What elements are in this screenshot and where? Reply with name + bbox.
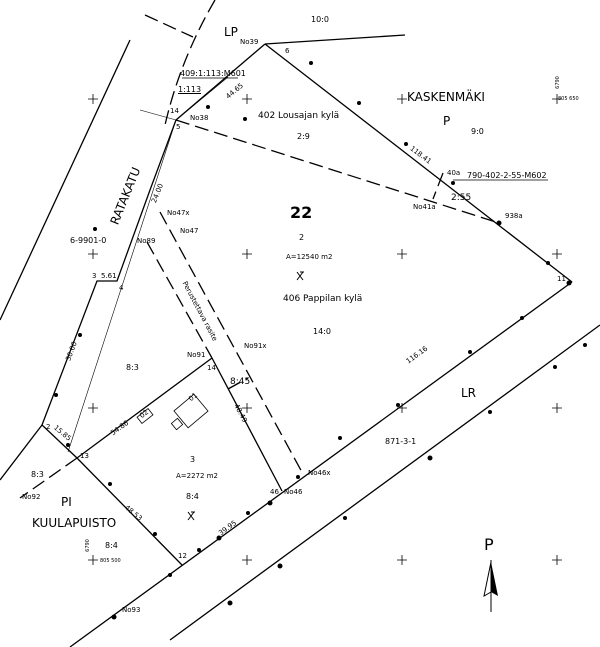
distance-561: 5.61 [101, 272, 117, 280]
parcel-22-number: 22 [290, 203, 313, 222]
area-p: P [443, 114, 451, 128]
dashed-top [144, 14, 194, 38]
point-938a: 938a [505, 212, 523, 220]
point-no46x: No46x [308, 469, 331, 477]
point-no39: No39 [240, 38, 259, 46]
point-46: 46 [270, 488, 279, 496]
parcel-22-sub: 2 [299, 233, 305, 242]
point-11: 11 [557, 275, 566, 283]
point-no93: No93 [122, 606, 141, 614]
coord-east-1: 805 650 [558, 96, 579, 102]
parcel-22-area: A=12540 m2 [286, 253, 333, 261]
boundary-39-11 [264, 43, 573, 283]
lower-road-north [69, 281, 573, 647]
point-no47: No47 [180, 227, 199, 235]
code-top: 10:0 [311, 15, 329, 24]
area-lp: LP [224, 25, 238, 39]
dashed-village-boundary [175, 119, 500, 224]
coord-north-2: 6790 [84, 539, 91, 552]
point-40a: 40a [447, 169, 461, 177]
parcel-3-number: 3 [190, 455, 196, 464]
point-2: 2 [46, 423, 51, 431]
survey-points [54, 61, 587, 620]
coord-north-1: 6790 [554, 76, 561, 89]
point-no89: No89 [137, 237, 156, 245]
north-label: P [484, 535, 494, 554]
code-kaskenmaki: 9:0 [471, 127, 484, 136]
north-arrow-icon [483, 560, 498, 612]
code-255: 2:55 [451, 193, 472, 203]
coord-east-2: 805 500 [100, 558, 121, 564]
property-marker-icon [187, 271, 304, 521]
building-02 [136, 407, 154, 425]
parcel-3-area: A=2272 m2 [176, 472, 218, 480]
code-lr: 871-3-1 [385, 437, 417, 446]
left-lower-edge [0, 424, 43, 481]
dashed-83 [19, 457, 78, 499]
point-no92: No92 [22, 493, 41, 501]
area-kaskenmaki: KASKENMÄKI [407, 90, 485, 104]
point-no91x: No91x [244, 342, 267, 350]
village-pappila: 406 Pappilan kylä [283, 294, 363, 304]
boundary-top [264, 34, 406, 45]
village-lousaja: 402 Lousajan kylä [258, 111, 340, 121]
code-83-bottom: 8:3 [31, 470, 44, 479]
ratakatu-west-edge [0, 39, 131, 321]
easement-east [159, 211, 304, 475]
point-12: 12 [178, 552, 187, 560]
ref-m602: 790-402-2-55-M602 [467, 171, 547, 180]
building-01 [173, 393, 209, 429]
point-6: 6 [285, 47, 290, 55]
point-no38: No38 [190, 114, 209, 122]
ref-m601: 409:1:113:M601 [180, 69, 246, 78]
point-no41a: No41a [413, 203, 436, 211]
dashed-255 [432, 172, 444, 200]
ref-113: 1:113 [178, 85, 202, 94]
dashed-845 [227, 377, 249, 390]
parcel-22-code: 14:0 [313, 327, 331, 336]
point-no46: No46 [284, 488, 303, 496]
easement-west [146, 241, 213, 359]
thin-line [139, 109, 177, 121]
code-83: 8:3 [126, 363, 139, 372]
area-kuulapuisto: KUULAPUISTO [32, 516, 117, 530]
boundary-13-14 [76, 357, 213, 459]
point-14: 14 [207, 364, 216, 372]
grid-crosses [88, 94, 562, 565]
parcel-3-code: 8:4 [186, 492, 199, 501]
boundary-14-46 [211, 357, 283, 492]
point-no91: No91 [187, 351, 206, 359]
point-no47x: No47x [167, 209, 190, 217]
point-3: 3 [92, 272, 97, 280]
lower-road-south [169, 324, 600, 641]
code-845: 8:45 [230, 377, 251, 387]
point-13: 13 [80, 452, 89, 460]
building-annex [170, 417, 184, 431]
dashed-arc [164, 0, 216, 126]
code-pi: 8:4 [105, 541, 118, 550]
point-5: 5 [176, 123, 181, 131]
area-pi: PI [61, 495, 72, 509]
code-road: 6-9901-0 [70, 236, 107, 245]
point-4: 4 [119, 284, 124, 292]
ref-leader [175, 103, 196, 121]
area-lr: LR [461, 386, 477, 400]
thin-line [67, 119, 177, 453]
point-14a: 14 [170, 107, 179, 115]
code-lousaja: 2:9 [297, 132, 310, 141]
